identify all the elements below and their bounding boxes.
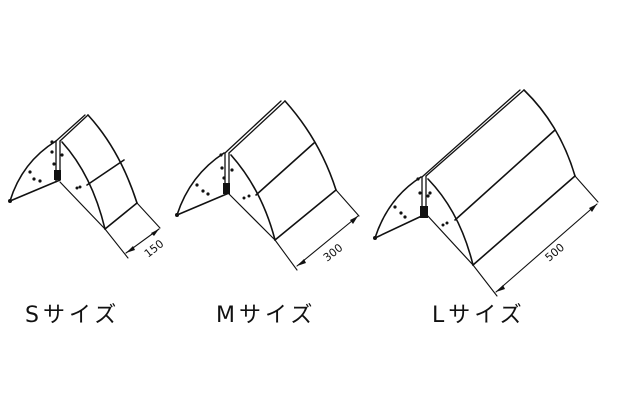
canopy-medium-drawing bbox=[176, 100, 360, 271]
size-label-large: Lサイズ bbox=[432, 303, 526, 328]
dimension-label-small: 150 bbox=[142, 237, 167, 260]
canopy-small-drawing bbox=[9, 114, 161, 259]
size-label-small: Sサイズ bbox=[25, 303, 121, 328]
dimension-label-medium: 300 bbox=[321, 241, 346, 264]
canopy-large-drawing bbox=[374, 89, 599, 297]
size-label-medium: Mサイズ bbox=[216, 303, 317, 328]
dimension-label-large: 500 bbox=[543, 241, 567, 264]
